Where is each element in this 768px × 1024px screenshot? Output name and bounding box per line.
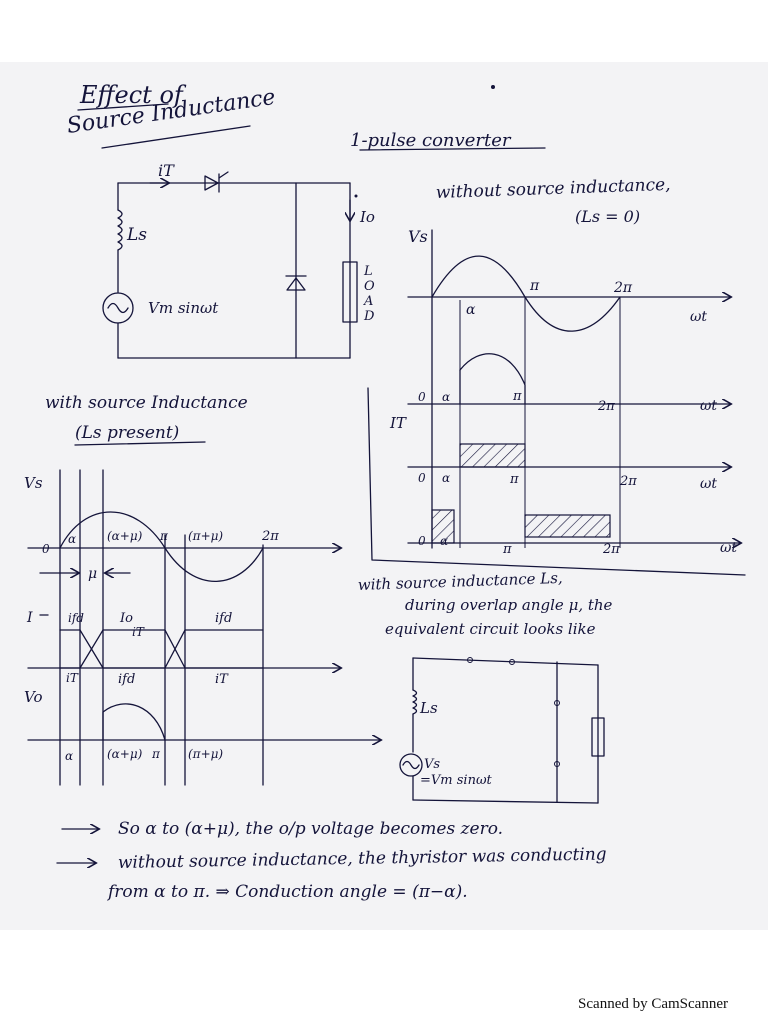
subtitle-underline [359, 147, 546, 151]
zero-r4: 0 [418, 534, 426, 548]
i-label: I [26, 610, 33, 626]
conclusion-2: without source inductance, the thyristor… [118, 844, 607, 873]
scanner-watermark: Scanned by CamScanner [578, 996, 728, 1012]
thyristor-icon [204, 175, 219, 191]
diode-icon [286, 277, 306, 291]
2pi-r1: 2π [613, 280, 633, 296]
pi-mu-vo: (π+μ) [188, 747, 223, 761]
it-waveform-left [79, 629, 264, 669]
inductor-icon [117, 209, 123, 251]
vo-label: Vo [24, 688, 43, 706]
ifd-hatched-block-1 [431, 509, 455, 544]
load-letter-l: L [363, 264, 373, 279]
2pi-r3: 2π [619, 474, 637, 489]
inductor-icon-2 [412, 689, 418, 715]
note-line2: during overlap angle μ, the [405, 596, 613, 614]
it-label-left2: iT [66, 671, 79, 685]
ifd-label-2: ifd [215, 611, 232, 626]
vo-waveform-left [102, 703, 166, 741]
ls-label-2: Ls [419, 699, 438, 717]
circuit-2: Ls Vs =Vm sinωt [399, 657, 605, 804]
2pi-left: 2π [261, 529, 279, 544]
left-condition: (Ls present) [75, 423, 179, 443]
conclusion-1: So α to (α+μ), the o/p voltage becomes z… [118, 819, 503, 839]
io-label-left: Io [119, 611, 133, 626]
wt-r2: ωt [700, 398, 717, 414]
load-resistor-icon-2 [591, 717, 605, 757]
alpha-mu-vo: (α+μ) [107, 747, 143, 761]
zero-r2: 0 [418, 390, 426, 404]
zero-left: 0 [42, 542, 50, 556]
alpha-r3: α [442, 471, 450, 485]
alpha-left: α [68, 532, 76, 546]
it-hatched-block [459, 443, 526, 468]
pi-mu-left: (π+μ) [188, 529, 223, 543]
2pi-r4: 2π [602, 542, 620, 557]
ifd-waveform-left [79, 629, 264, 669]
left-panel: with source Inductance (Ls present) Vs 0… [24, 393, 380, 786]
2pi-r2: 2π [597, 399, 615, 414]
left-heading: with source Inductance [45, 393, 248, 413]
pi-vo: π [151, 747, 161, 761]
alpha-r2: α [442, 390, 450, 404]
alpha-r1: α [466, 302, 476, 318]
io-label: Io [359, 208, 375, 226]
conclusion-3: from α to π. ⇒ Conduction angle = (π−α). [106, 882, 468, 902]
ifd-label-1: ifd [68, 611, 84, 625]
it-label-right: IT [389, 414, 407, 432]
right-heading: without source inductance, [435, 175, 670, 203]
wt-r4: ωt [720, 540, 737, 556]
title-underline2 [101, 125, 251, 149]
ifd-label-3: ifd [118, 672, 135, 687]
load-letter-o: O [364, 279, 375, 294]
alpha-r4: α [440, 534, 448, 548]
vo-waveform-right [459, 353, 526, 405]
right-condition: (Ls = 0) [575, 207, 640, 226]
alpha-vo: α [65, 749, 73, 763]
ifd-hatched-block-2 [524, 514, 611, 538]
pi-r1: π [529, 278, 540, 294]
vs-label-left: Vs [24, 474, 43, 492]
vs-waveform-left [59, 511, 264, 582]
wt-r3: ωt [700, 476, 717, 492]
zero-r3: 0 [418, 471, 426, 485]
vs-label-2: Vs [424, 757, 440, 772]
load-resistor-icon [342, 261, 358, 323]
pi-r2: π [512, 389, 522, 404]
pi-left: π [159, 529, 169, 543]
circuit-1: iT Ls Vm sinωt Io L O A D [102, 161, 375, 359]
note-line3: equivalent circuit looks like [385, 620, 596, 638]
pi-r3: π [509, 472, 519, 487]
vs-label-right: Vs [408, 227, 428, 246]
pi-r4: π [502, 542, 512, 557]
ls-label: Ls [126, 225, 147, 245]
mu-left: μ [88, 566, 97, 582]
ac-source-icon-2 [399, 753, 423, 777]
it-label: iT [158, 161, 175, 180]
note-line1: with source inductance Ls, [358, 569, 563, 594]
title-line1: Effect of [79, 81, 187, 109]
right-panel: without source inductance, (Ls = 0) Vs α… [367, 175, 746, 576]
load-letter-d: D [363, 309, 375, 324]
notebook-page [0, 62, 768, 930]
subtitle: 1-pulse converter [350, 130, 512, 151]
source-label: Vm sinωt [148, 299, 219, 317]
vs-expr-2: =Vm sinωt [420, 773, 493, 788]
it-label-left3: iT [215, 672, 229, 687]
load-letter-a: A [363, 294, 373, 309]
it-label-left1: iT [132, 625, 145, 639]
title-underline [77, 103, 169, 111]
alpha-mu-left: (α+μ) [107, 529, 143, 543]
wt-r1: ωt [690, 309, 707, 325]
